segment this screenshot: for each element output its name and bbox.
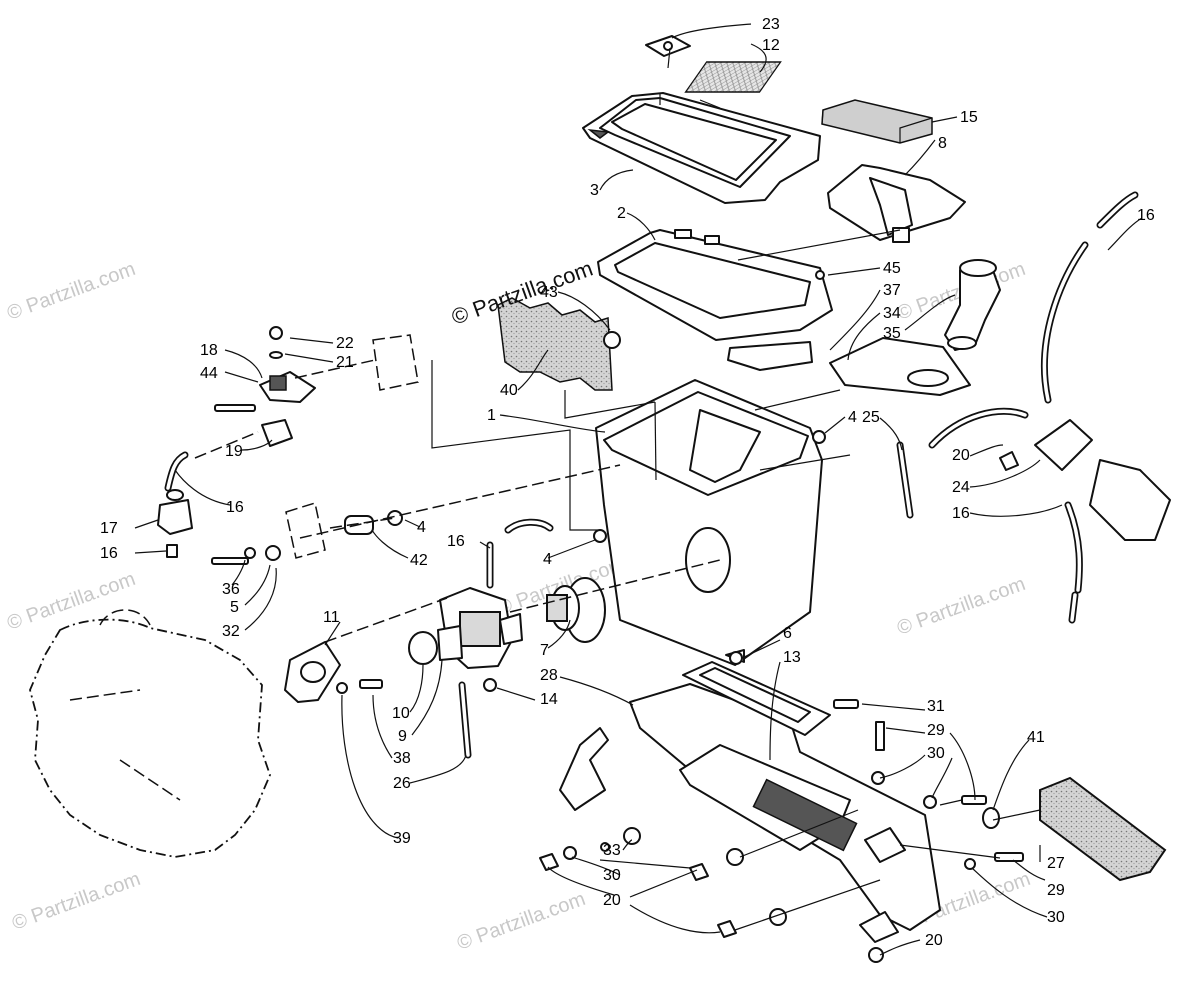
callout-17: 17 (100, 520, 118, 537)
carburetor-boot-7 (546, 577, 606, 643)
air-box-top-cover (582, 92, 821, 204)
callout-20-right: 20 (952, 447, 970, 464)
callout-12: 12 (762, 37, 780, 54)
callout-16-filter: 16 (100, 545, 118, 562)
air-box-main-1 (595, 379, 823, 666)
air-silencer-28 (629, 683, 941, 931)
callout-16-right: 16 (1137, 207, 1155, 224)
callout-18: 18 (200, 342, 218, 359)
callout-14: 14 (540, 691, 558, 708)
callout-20-bottom: 20 (925, 932, 943, 949)
clamp-10 (408, 631, 438, 665)
callout-23: 23 (762, 16, 780, 33)
callout-6: 6 (783, 625, 792, 642)
callout-40: 40 (500, 382, 518, 399)
fuel-filter-17 (157, 499, 193, 535)
watermark-faint: © Partzilla.com (454, 888, 588, 955)
callout-19: 19 (225, 443, 243, 460)
callout-33: 33 (603, 842, 621, 859)
callout-16-carb: 16 (447, 533, 465, 550)
foam-strip-40 (497, 297, 613, 391)
callout-25: 25 (862, 409, 880, 426)
fuel-valve-19 (261, 419, 293, 447)
callout-31: 31 (927, 698, 945, 715)
callout-24: 24 (952, 479, 970, 496)
callout-4-mid: 4 (417, 519, 426, 536)
callout-34: 34 (883, 305, 901, 322)
callout-30-top: 30 (927, 745, 945, 762)
callout-9: 9 (398, 728, 407, 745)
callout-4-box: 4 (543, 551, 552, 568)
watermark-faint: © Partzilla.com (4, 258, 138, 325)
callout-21: 21 (336, 354, 354, 371)
callout-41: 41 (1027, 729, 1045, 746)
callout-27: 27 (1047, 855, 1065, 872)
hardware (211, 270, 1171, 963)
callout-7: 7 (540, 642, 549, 659)
callout-37: 37 (883, 282, 901, 299)
engine-outline (29, 618, 271, 858)
callout-20-bottom-left: 20 (603, 892, 621, 909)
watermark-faint: © Partzilla.com (894, 573, 1028, 640)
callout-4-right: 4 (848, 409, 857, 426)
mount-bracket-18 (259, 371, 316, 403)
callout-8: 8 (938, 135, 947, 152)
engine-detail (69, 609, 181, 801)
callout-5: 5 (230, 599, 239, 616)
callout-leaders (134, 23, 1143, 956)
callout-30-mid: 30 (603, 867, 621, 884)
callout-13: 13 (783, 649, 801, 666)
callout-29-top: 29 (927, 722, 945, 739)
callout-3: 3 (590, 182, 599, 199)
carburetor-9 (437, 587, 523, 669)
mount-bracket-ghost (372, 334, 419, 391)
callout-35: 35 (883, 325, 901, 342)
watermark-faint: © Partzilla.com (9, 868, 143, 935)
callout-11: 11 (323, 609, 340, 626)
gasket-hole (663, 41, 673, 51)
watermark-faint: © Partzilla.com (4, 568, 138, 635)
hoses (164, 191, 1139, 811)
callout-44: 44 (200, 365, 218, 382)
callout-39: 39 (393, 830, 411, 847)
intake-flange-11 (284, 641, 341, 703)
callout-labels: 23 12 15 8 3 2 16 45 43 37 34 35 22 18 2… (100, 16, 1155, 949)
callout-2: 2 (617, 205, 626, 222)
assembly-lines (194, 229, 1041, 931)
callout-1: 1 (487, 407, 496, 424)
callout-45: 45 (883, 260, 901, 277)
callout-36: 36 (222, 581, 240, 598)
callout-30-bottom: 30 (1047, 909, 1065, 926)
filter-pad-27 (1039, 776, 1167, 882)
callout-10: 10 (392, 705, 410, 722)
callout-15: 15 (960, 109, 978, 126)
callout-16-right-lower: 16 (952, 505, 970, 522)
callout-32: 32 (222, 623, 240, 640)
callout-22: 22 (336, 335, 354, 352)
filter-screen-12 (684, 61, 782, 93)
callout-29-bottom: 29 (1047, 882, 1065, 899)
callout-38: 38 (393, 750, 411, 767)
callout-43: 43 (540, 284, 558, 301)
intake-elbow-35 (944, 259, 1001, 351)
callout-42: 42 (410, 552, 428, 569)
callout-16-left: 16 (226, 499, 244, 516)
air-box-tray-2 (597, 229, 833, 371)
foam-pad-15 (821, 99, 933, 144)
callout-26: 26 (393, 775, 411, 792)
callout-28: 28 (540, 667, 558, 684)
